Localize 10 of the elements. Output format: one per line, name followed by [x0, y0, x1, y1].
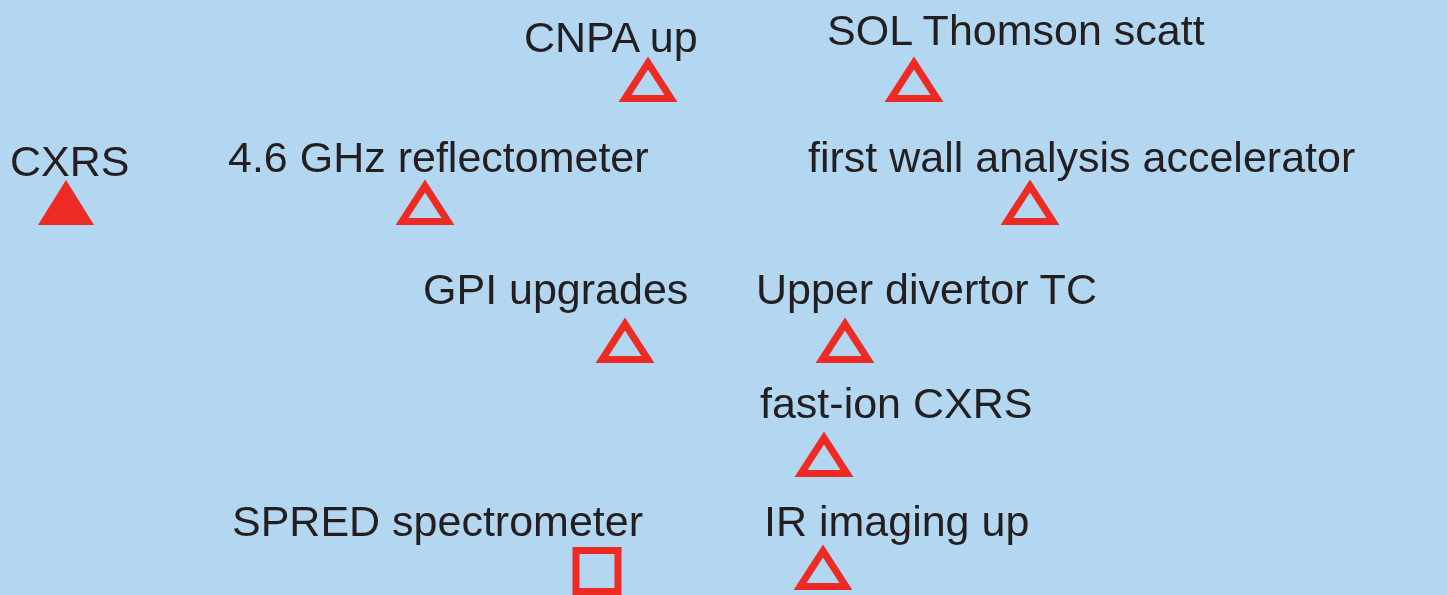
- diagnostic-label: fast-ion CXRS: [760, 378, 1033, 428]
- diagnostic-label: 4.6 GHz reflectometer: [228, 132, 649, 182]
- diagnostic-label: SOL Thomson scatt: [827, 5, 1205, 55]
- diagnostic-label: Upper divertor TC: [756, 264, 1097, 314]
- diagnostic-label: IR imaging up: [764, 496, 1030, 546]
- diagnostic-label: SPRED spectrometer: [232, 496, 644, 546]
- diagnostic-label: CXRS: [10, 136, 130, 186]
- diagnostic-label: CNPA up: [524, 12, 698, 62]
- diagnostic-label: GPI upgrades: [423, 264, 689, 314]
- diagnostic-label: first wall analysis accelerator: [808, 132, 1356, 182]
